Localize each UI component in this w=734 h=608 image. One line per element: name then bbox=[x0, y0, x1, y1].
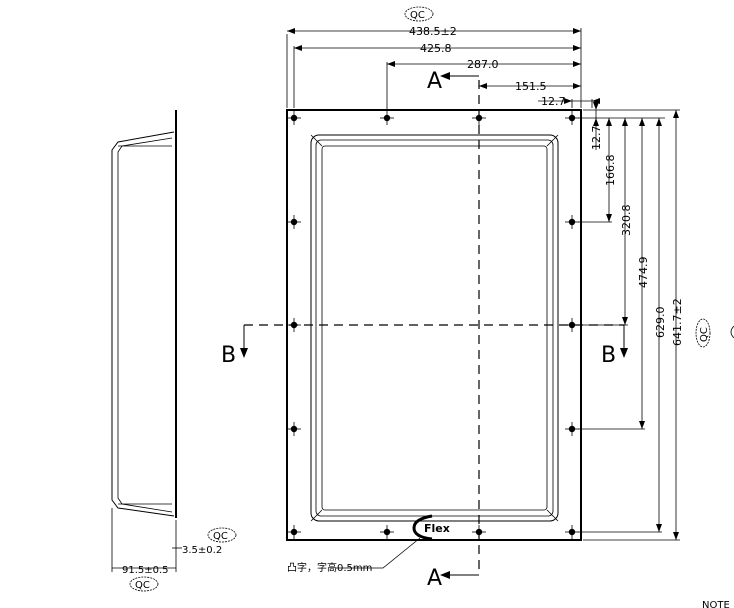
dim-height-3: 320.8 bbox=[620, 205, 633, 237]
flange-dim: 3.5±0.2 bbox=[182, 545, 222, 556]
dim-width-5: 12.7 bbox=[541, 95, 566, 108]
side-view: 91.5±0.5 QC 3.5±0.2 QC bbox=[111, 110, 237, 592]
section-b-left: B bbox=[221, 343, 236, 368]
dim-height-1: 12.7 bbox=[590, 126, 603, 151]
hole bbox=[287, 422, 301, 436]
hole bbox=[287, 111, 301, 125]
dim-overall-width: 438.5±2 bbox=[409, 25, 457, 38]
section-a-bottom: A bbox=[427, 566, 442, 591]
qc-badge-right: QC bbox=[695, 318, 711, 348]
qc-badge-top: QC bbox=[404, 6, 434, 22]
hole bbox=[287, 525, 301, 539]
qc-badge-flange: QC bbox=[207, 527, 237, 543]
flex-logo: Flex bbox=[412, 514, 450, 541]
hole bbox=[380, 111, 394, 125]
dim-height-4: 474.9 bbox=[637, 257, 650, 289]
dim-height-5: 629.0 bbox=[654, 307, 667, 339]
svg-text:QC: QC bbox=[213, 531, 228, 542]
vertical-dimensions: 12.7 166.8 320.8 474.9 629.0 641.7±2 QC bbox=[578, 102, 734, 541]
section-b-right: B bbox=[601, 343, 616, 368]
svg-text:QC: QC bbox=[699, 327, 710, 342]
hole bbox=[380, 525, 394, 539]
dim-height-2: 166.8 bbox=[604, 155, 617, 187]
hole bbox=[565, 215, 579, 229]
dim-width-2: 425.8 bbox=[420, 42, 452, 55]
section-a-top: A bbox=[427, 69, 442, 94]
dim-width-3: 287.0 bbox=[467, 58, 499, 71]
svg-text:QC: QC bbox=[410, 10, 425, 21]
qc-badge-depth: QC bbox=[129, 576, 159, 592]
hole bbox=[565, 525, 579, 539]
svg-text:QC: QC bbox=[135, 580, 150, 591]
corner-note-text: NOTE bbox=[702, 600, 730, 608]
note-text: 凸字，字高0.5mm bbox=[287, 561, 372, 574]
dim-overall-height: 641.7±2 bbox=[671, 298, 684, 346]
logo-text: Flex bbox=[424, 522, 450, 535]
hole bbox=[565, 111, 579, 125]
hole bbox=[287, 215, 301, 229]
depth-dim: 91.5±0.5 bbox=[122, 565, 169, 576]
horizontal-dimensions: 438.5±2 QC 425.8 287.0 151.5 12.7 bbox=[286, 6, 600, 110]
emboss-note: 凸字，字高0.5mm bbox=[287, 537, 421, 574]
hole bbox=[565, 422, 579, 436]
mounting-holes bbox=[287, 111, 579, 539]
dim-width-4: 151.5 bbox=[515, 80, 547, 93]
section-lines: A A B B bbox=[221, 69, 628, 591]
